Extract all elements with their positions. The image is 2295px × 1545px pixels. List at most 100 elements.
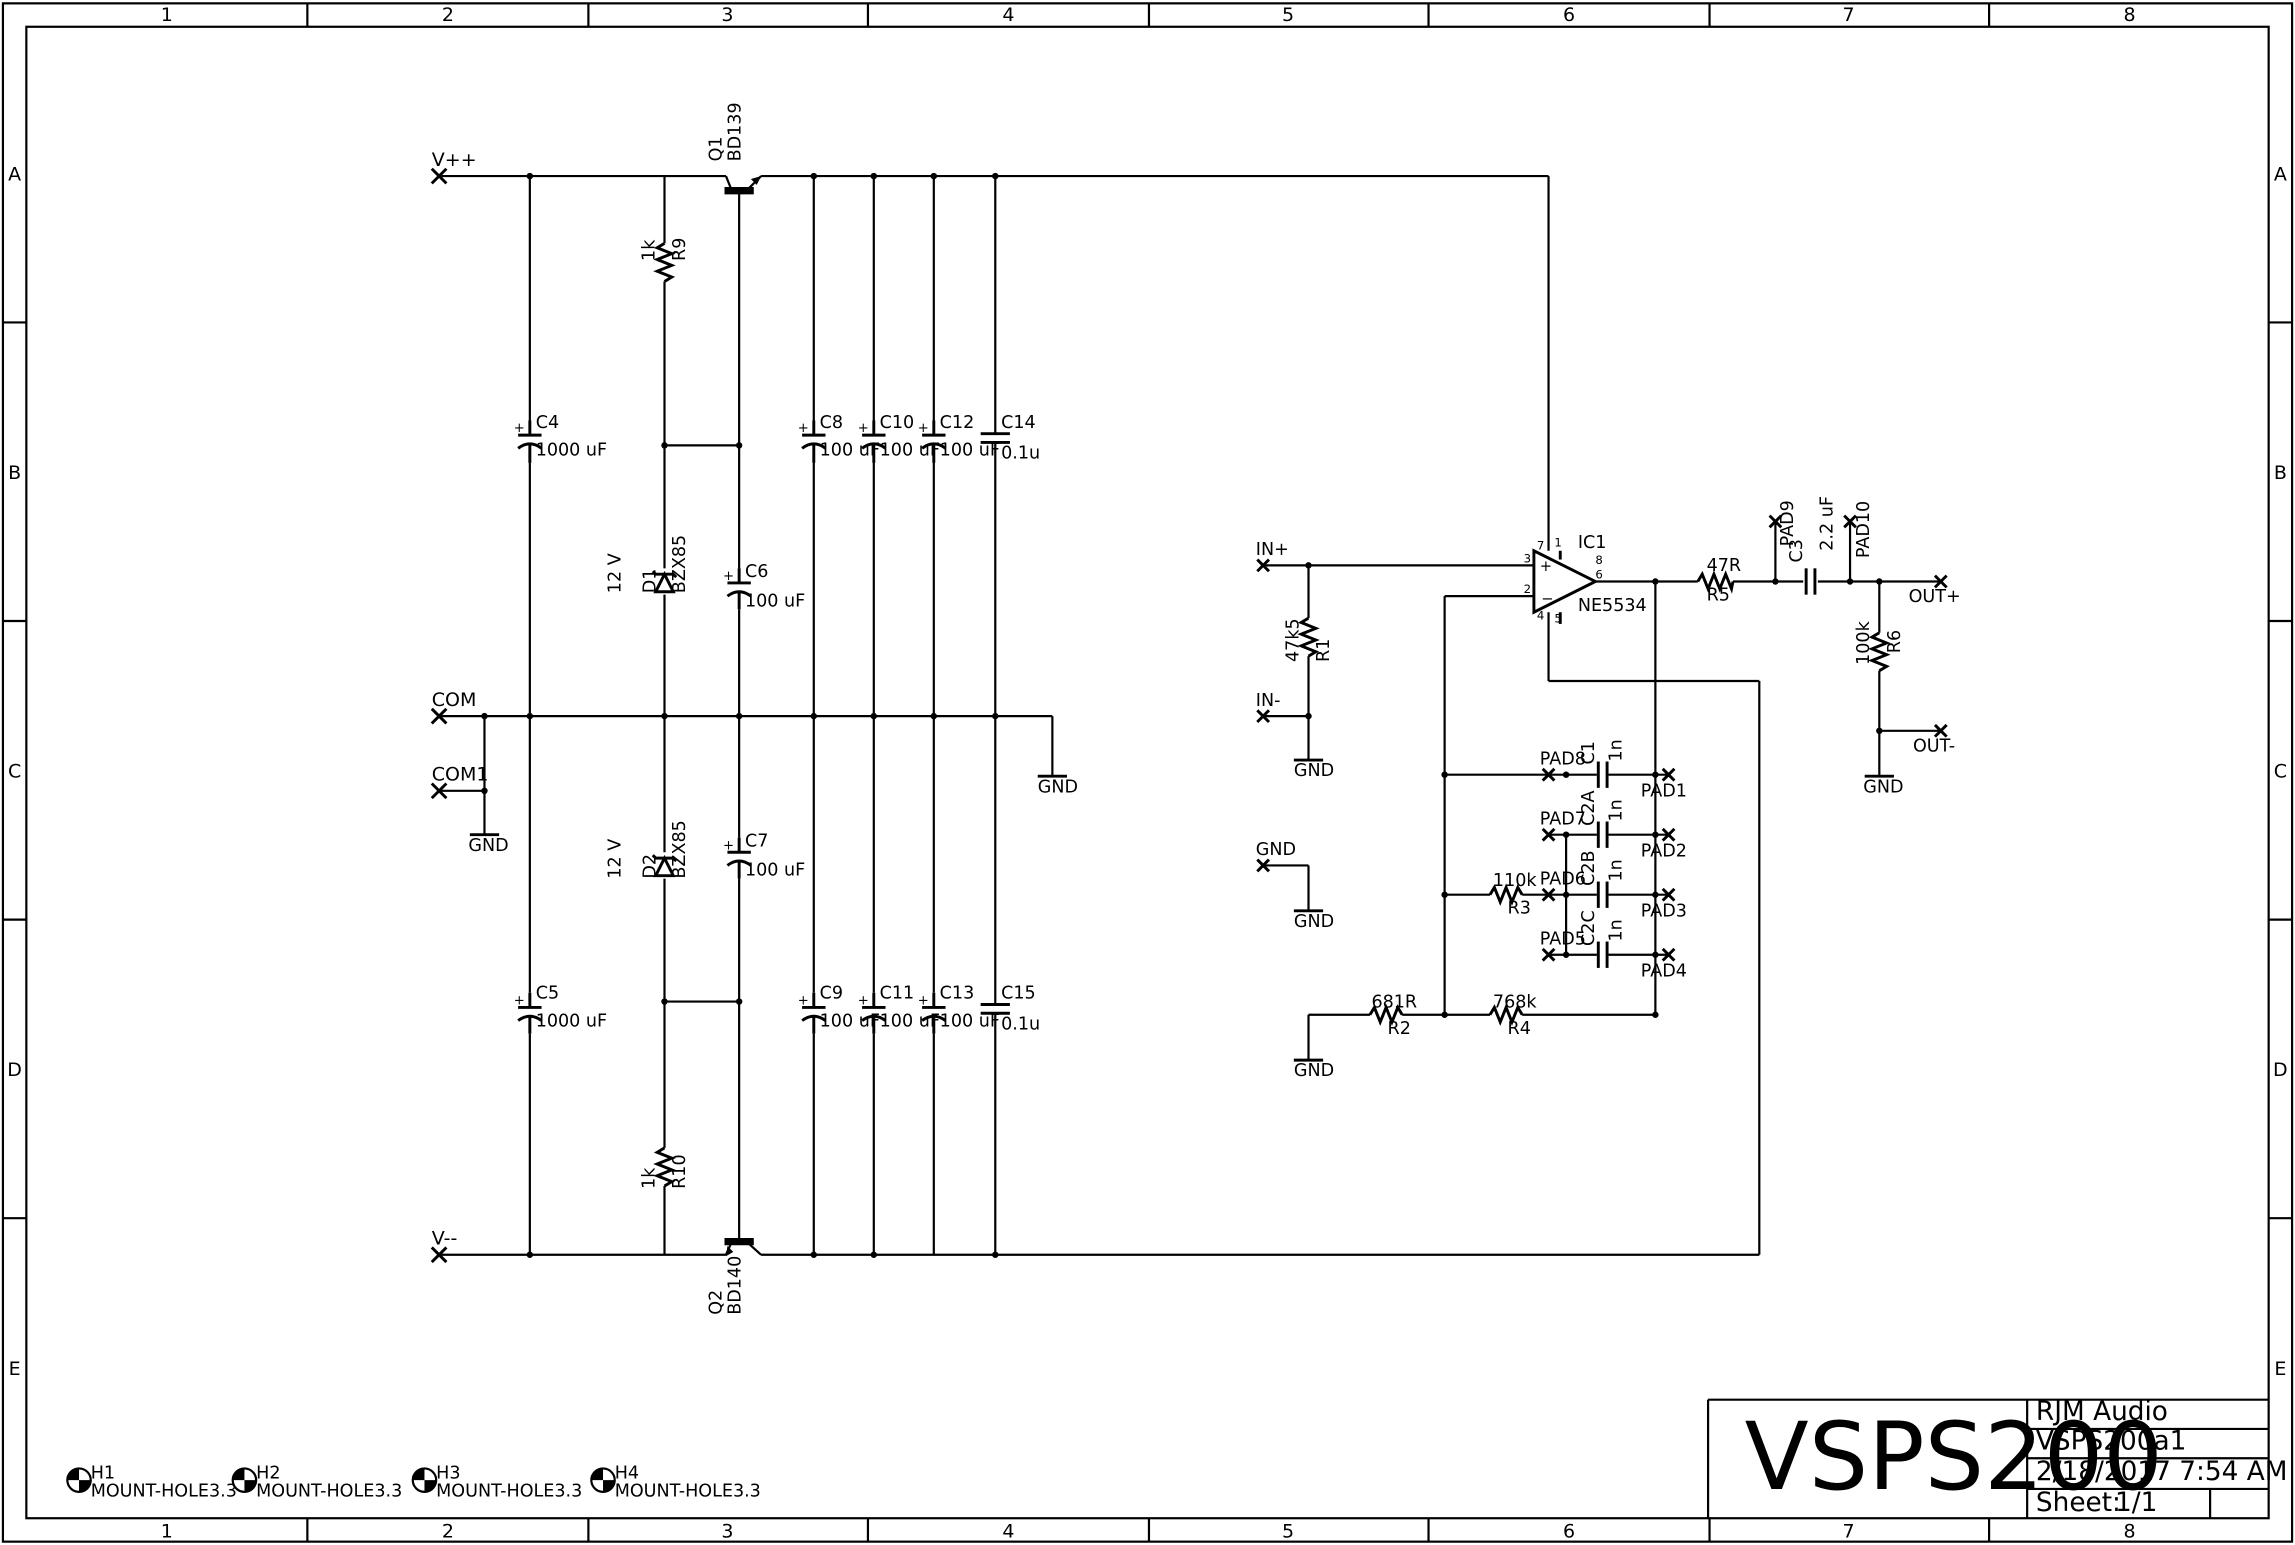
- frame-row-d-right: D: [2273, 1059, 2288, 1081]
- r10-ref: R10: [670, 1154, 690, 1189]
- c13-value: 100 uF: [940, 1011, 1000, 1031]
- title-block-document: VSPS200a1: [2036, 1426, 2186, 1456]
- mount-hole-h3-icon: [411, 1467, 438, 1493]
- pad4-label: PAD4: [1641, 962, 1687, 982]
- c5-value: 1000 uF: [536, 1011, 607, 1031]
- c10-value: 100 uF: [880, 441, 940, 461]
- amplifier-connector-pins: [1256, 514, 1948, 962]
- c2c-value: 1n: [1607, 919, 1627, 941]
- opamp-ic1-symbol: [1532, 548, 1599, 624]
- c15-ref: C15: [1001, 984, 1036, 1004]
- frame-col-3-bottom: 3: [721, 1520, 733, 1542]
- svg-text:+: +: [858, 421, 869, 436]
- frame-row-a-left: A: [8, 163, 21, 185]
- frame-row-e-left: E: [9, 1358, 21, 1380]
- title-block-sheet-label: Sheet:: [2036, 1488, 2121, 1518]
- title-block-date: 2/18/2017 7:54 AM: [2036, 1457, 2288, 1487]
- d2-value: BZX85: [670, 820, 690, 878]
- mount-holes: [66, 1467, 616, 1493]
- r9-value: 1k: [639, 239, 659, 261]
- pad3-label: PAD3: [1641, 902, 1687, 922]
- pad1-label: PAD1: [1641, 782, 1687, 802]
- frame-row-c-left: C: [8, 761, 21, 783]
- pad5-label: PAD5: [1540, 929, 1586, 949]
- c1-ref: C1: [1579, 741, 1599, 764]
- net-label-com1: COM1: [432, 764, 489, 786]
- resistor-r3-symbol: [1488, 883, 1524, 906]
- frame-col-1-bottom: 1: [161, 1520, 173, 1542]
- h4-ref: H4: [615, 1464, 639, 1484]
- r1-ref: R1: [1314, 639, 1334, 662]
- svg-text:+: +: [723, 838, 734, 853]
- h3-value: MOUNT-HOLE3.3: [436, 1481, 582, 1501]
- ic1-value: NE5534: [1578, 596, 1647, 616]
- q1-value: BD139: [726, 102, 746, 161]
- c8-ref: C8: [820, 413, 843, 433]
- title-block: VSPS200 RJM Audio VSPS200a1 2/18/2017 7:…: [1706, 1397, 2288, 1519]
- resistor-r1-symbol: [1297, 616, 1320, 658]
- q2-value: BD140: [726, 1256, 746, 1315]
- q2-ref: Q2: [707, 1290, 727, 1315]
- title-block-title: VSPS200: [1745, 1403, 2163, 1512]
- c2b-value: 1n: [1607, 859, 1627, 881]
- resistor-r9-symbol: [653, 242, 676, 283]
- c9-ref: C9: [820, 984, 843, 1004]
- pad10-label: PAD10: [1854, 501, 1874, 558]
- pad2-label: PAD2: [1641, 842, 1687, 862]
- d2-voltage: 12 V: [606, 839, 626, 879]
- h4-value: MOUNT-HOLE3.3: [615, 1481, 761, 1501]
- gnd-label-r6: GND: [1863, 777, 1903, 797]
- frame-col-8-top: 8: [2124, 4, 2136, 26]
- resistor-r2-symbol: [1368, 1003, 1404, 1026]
- ic1-pin-labels: +− 7 1 8 3 2 6 4 5: [1524, 535, 1603, 625]
- ic1-pin-1: 1: [1554, 535, 1561, 549]
- gnd-label-com1: GND: [468, 836, 508, 856]
- c9-value: 100 uF: [820, 1011, 880, 1031]
- mount-hole-h1-icon: [66, 1467, 92, 1493]
- svg-text:+: +: [514, 993, 525, 1008]
- frame-row-b-right: B: [2274, 462, 2287, 484]
- frame-col-5-top: 5: [1282, 4, 1294, 26]
- h1-ref: H1: [91, 1464, 115, 1484]
- electrolytic-capacitors: [517, 420, 1010, 1034]
- frame-col-4-top: 4: [1002, 4, 1014, 26]
- c4-value: 1000 uF: [536, 441, 607, 461]
- frame-row-d-left: D: [7, 1059, 22, 1081]
- net-label-out-minus: OUT-: [1913, 736, 1955, 756]
- c1-value: 1n: [1607, 739, 1627, 761]
- frame-row-e-right: E: [2274, 1358, 2286, 1380]
- frame-col-3-top: 3: [721, 4, 733, 26]
- frame-col-5-bottom: 5: [1282, 1520, 1294, 1542]
- frame-col-8-bottom: 8: [2124, 1520, 2136, 1542]
- r6-ref: R6: [1885, 630, 1905, 653]
- c3-ref: C3: [1787, 539, 1807, 562]
- c7-value: 100 uF: [745, 861, 805, 881]
- frame-col-7-bottom: 7: [1843, 1520, 1855, 1542]
- c8-value: 100 uF: [820, 441, 880, 461]
- r4-value: 768k: [1493, 992, 1537, 1012]
- d1-value: BZX85: [670, 535, 690, 593]
- power-supply-wiring: [439, 174, 1761, 1256]
- svg-text:+: +: [918, 993, 929, 1008]
- c4-ref: C4: [536, 413, 559, 433]
- net-label-in-minus: IN-: [1256, 691, 1281, 711]
- frame-col-1-top: 1: [161, 4, 173, 26]
- r2-value: 681R: [1371, 992, 1417, 1012]
- h3-ref: H3: [436, 1464, 460, 1484]
- net-label-vpp: V++: [432, 149, 477, 171]
- zener-d1-symbol: [651, 570, 678, 594]
- c2a-ref: C2A: [1579, 791, 1599, 826]
- c6-ref: C6: [745, 562, 768, 582]
- c5-ref: C5: [536, 984, 559, 1004]
- pad8-label: PAD8: [1540, 749, 1586, 769]
- frame-col-4-bottom: 4: [1002, 1520, 1014, 1542]
- net-label-gnd-in: GND: [1256, 840, 1296, 860]
- h2-value: MOUNT-HOLE3.3: [256, 1481, 402, 1501]
- ic1-pin-4: 4: [1537, 609, 1544, 623]
- ic1-pin-3: 3: [1524, 551, 1531, 565]
- r4-ref: R4: [1508, 1019, 1531, 1039]
- r5-ref: R5: [1707, 586, 1730, 606]
- r3-ref: R3: [1508, 899, 1531, 919]
- c2c-ref: C2C: [1579, 910, 1599, 946]
- net-label-vmm: V--: [432, 1228, 458, 1250]
